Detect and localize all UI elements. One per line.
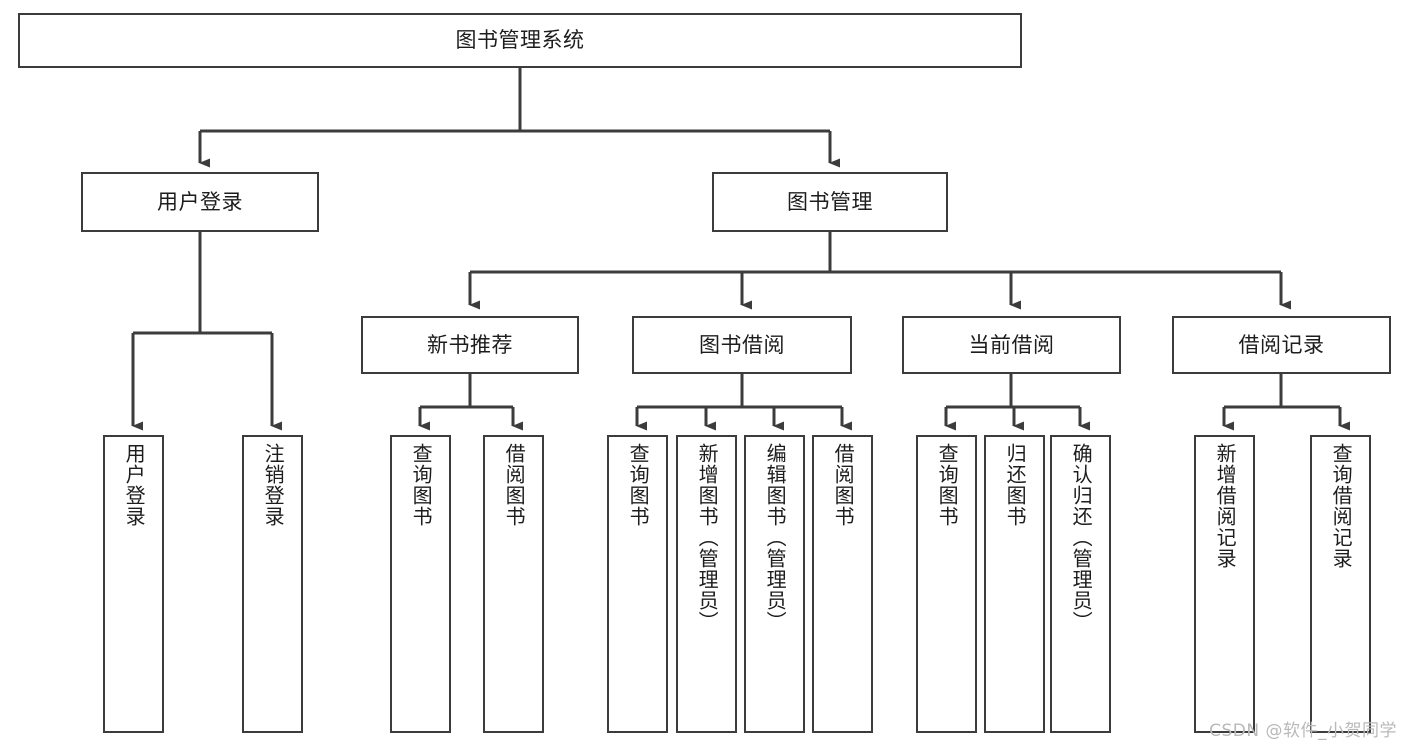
node-borrow-record[interactable]: 借阅记录 xyxy=(1172,316,1391,374)
node-leaf-borrow-book-1-label: 借阅图书 xyxy=(502,443,527,527)
node-book-borrow-label: 图书借阅 xyxy=(699,332,785,357)
node-leaf-borrow-book-2[interactable]: 借阅图书 xyxy=(812,435,873,733)
node-book-manage[interactable]: 图书管理 xyxy=(712,172,948,232)
node-leaf-add-record[interactable]: 新增借阅记录 xyxy=(1194,435,1255,733)
node-leaf-query-record-label: 查询借阅记录 xyxy=(1329,443,1354,569)
node-leaf-query-book-3[interactable]: 查询图书 xyxy=(916,435,977,733)
node-leaf-borrow-book-1[interactable]: 借阅图书 xyxy=(483,435,544,733)
node-leaf-add-book-label: 新增图书（管理员） xyxy=(695,443,720,632)
node-user-login[interactable]: 用户登录 xyxy=(81,172,319,232)
node-leaf-edit-book-label: 编辑图书（管理员） xyxy=(763,443,788,632)
node-leaf-add-record-label: 新增借阅记录 xyxy=(1213,443,1238,569)
node-root-label: 图书管理系统 xyxy=(455,28,585,53)
node-book-borrow[interactable]: 图书借阅 xyxy=(632,316,852,374)
node-leaf-query-book-2-label: 查询图书 xyxy=(626,443,651,527)
node-leaf-user-logout[interactable]: 注销登录 xyxy=(242,435,303,733)
node-leaf-borrow-book-2-label: 借阅图书 xyxy=(831,443,856,527)
node-leaf-query-book-2[interactable]: 查询图书 xyxy=(607,435,668,733)
node-current-borrow-label: 当前借阅 xyxy=(968,332,1055,357)
node-leaf-user-login-label: 用户登录 xyxy=(122,443,147,527)
node-leaf-return-book-label: 归还图书 xyxy=(1003,443,1028,527)
node-new-book-recommend-label: 新书推荐 xyxy=(427,332,513,357)
node-book-manage-label: 图书管理 xyxy=(787,189,873,214)
node-user-login-label: 用户登录 xyxy=(157,189,243,214)
node-leaf-edit-book[interactable]: 编辑图书（管理员） xyxy=(744,435,805,733)
watermark-text: CSDN @软件_小贺同学 xyxy=(1209,721,1397,741)
node-leaf-query-book-1[interactable]: 查询图书 xyxy=(390,435,451,733)
node-leaf-confirm-return[interactable]: 确认归还（管理员） xyxy=(1050,435,1111,733)
node-leaf-add-book[interactable]: 新增图书（管理员） xyxy=(676,435,737,733)
node-leaf-confirm-return-label: 确认归还（管理员） xyxy=(1069,443,1094,632)
node-current-borrow[interactable]: 当前借阅 xyxy=(902,316,1121,374)
node-root[interactable]: 图书管理系统 xyxy=(18,13,1022,68)
node-leaf-query-record[interactable]: 查询借阅记录 xyxy=(1310,435,1371,733)
node-leaf-user-login[interactable]: 用户登录 xyxy=(103,435,164,733)
node-borrow-record-label: 借阅记录 xyxy=(1238,332,1325,357)
node-leaf-query-book-3-label: 查询图书 xyxy=(935,443,960,527)
node-new-book-recommend[interactable]: 新书推荐 xyxy=(361,316,579,374)
node-leaf-user-logout-label: 注销登录 xyxy=(261,443,286,527)
node-leaf-query-book-1-label: 查询图书 xyxy=(409,443,434,527)
node-leaf-return-book[interactable]: 归还图书 xyxy=(984,435,1045,733)
